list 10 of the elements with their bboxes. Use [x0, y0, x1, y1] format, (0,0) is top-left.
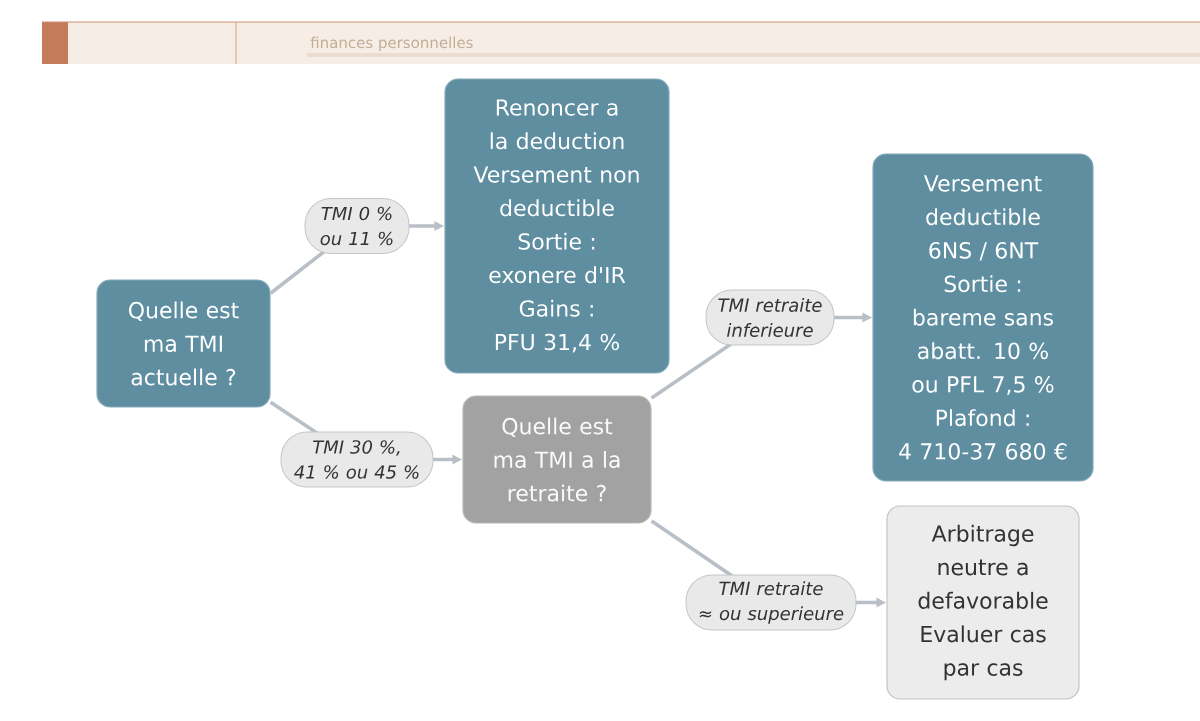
edge-label: TMI retraite ≈ ou superieure	[685, 574, 857, 631]
result-box: Renoncer a la deduction Versement non deductible Sortie : exonere d'IR Gains : PFU 31,4 %	[444, 78, 670, 374]
question-box: Quelle est ma TMI a la retraite ?	[462, 395, 652, 524]
header-subtitle: finances personnelles	[310, 36, 473, 52]
edge-label: TMI retraite inferieure	[705, 289, 835, 346]
result-box: Arbitrage neutre a defavorable Evaluer cas par cas	[886, 505, 1080, 700]
edge-label: TMI 0 % ou 11 %	[304, 198, 410, 254]
result-box: Versement deductible 6NS / 6NT Sortie : bareme sans abatt. 10 % ou PFL 7,5 % Plafond : 4 710-37 680 €	[872, 153, 1094, 482]
question-box: Quelle est ma TMI actuelle ?	[96, 279, 271, 408]
edge-label: TMI 30 %, 41 % ou 45 %	[280, 431, 434, 488]
